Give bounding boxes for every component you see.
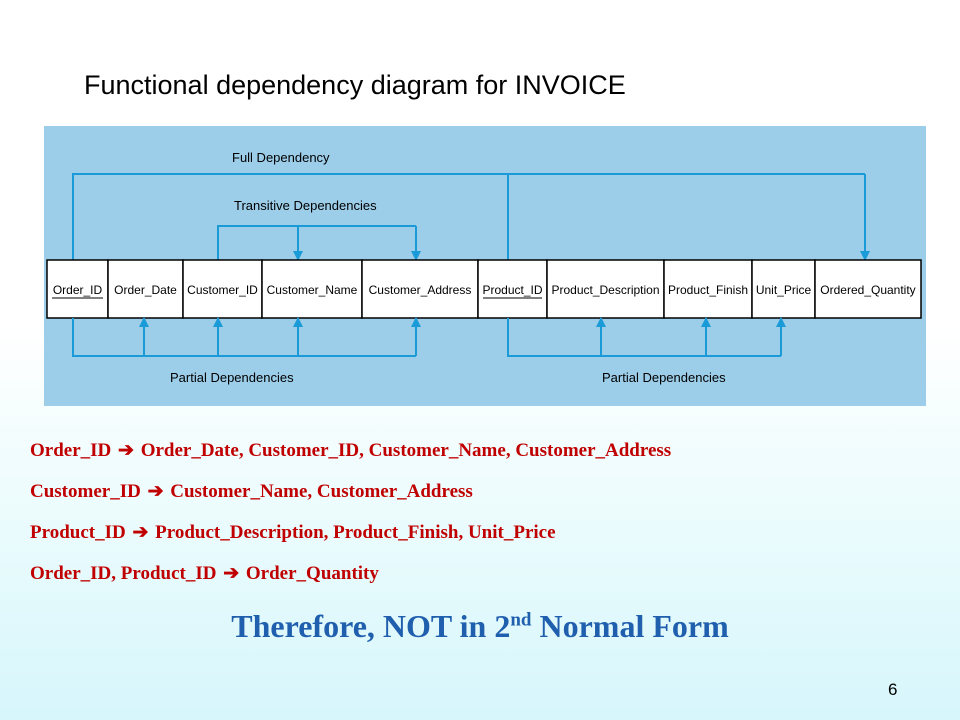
dependency-rhs: Customer_Name, Customer_Address [170, 481, 473, 502]
attribute-label: Order_ID [53, 283, 103, 297]
transitive-dependency-group [217, 225, 421, 261]
dependency-lhs: Order_ID, Product_ID [30, 563, 217, 584]
partial-dependency-left-label: Partial Dependencies [170, 370, 294, 385]
attribute-label: Customer_Name [267, 283, 358, 297]
dependency-diagram: Full Dependency Transitive Dependencies … [44, 126, 926, 406]
dependency-rhs: Order_Quantity [245, 563, 379, 584]
attribute-label: Product_Finish [668, 283, 748, 297]
arrow-icon: ➔ [147, 481, 164, 502]
attribute-cell: Order_ID [46, 259, 109, 319]
attribute-label: Ordered_Quantity [820, 283, 915, 297]
dependency-lhs: Product_ID [30, 522, 126, 543]
full-dependency-group [72, 173, 870, 261]
attribute-cell-box [361, 259, 479, 319]
dependency-item: Product_ID ➔ Product_Description, Produc… [30, 518, 671, 559]
dependency-item: Order_ID, Product_ID ➔ Order_Quantity [30, 559, 671, 600]
dependency-lhs: Order_ID [30, 440, 112, 461]
full-dependency-line [72, 173, 865, 260]
attribute-cell: Product_Description [546, 259, 665, 319]
attribute-cell: Customer_ID [182, 259, 263, 319]
attribute-cell: Product_Finish [663, 259, 753, 319]
attribute-cell-box [814, 259, 922, 319]
transitive-dependency-label: Transitive Dependencies [234, 198, 377, 213]
transitive-dependency-line [217, 225, 416, 260]
dependency-item: Customer_ID ➔ Customer_Name, Customer_Ad… [30, 477, 671, 518]
attribute-cell-box [46, 259, 109, 319]
conclusion-ordinal-suffix: nd [510, 609, 532, 631]
partial-right-line [507, 318, 781, 357]
dependency-rhs: Product_Description, Product_Finish, Uni… [155, 522, 556, 543]
conclusion-text-start: Therefore, NOT in 2 [231, 608, 511, 644]
attribute-row: Order_ID Order_Date Customer_ID Customer_Na… [46, 259, 922, 319]
conclusion-heading: Therefore, NOT in 2nd Normal Form [0, 608, 960, 645]
arrow-icon: ➔ [223, 563, 240, 584]
arrow-icon: ➔ [132, 522, 149, 543]
slide-title: Functional dependency diagram for INVOIC… [84, 70, 626, 100]
attribute-label: Unit_Price [756, 283, 812, 297]
attribute-cell-box [663, 259, 753, 319]
partial-dependency-right-group [507, 317, 786, 357]
partial-dependency-left-group [72, 317, 421, 357]
conclusion-text-end: Normal Form [531, 608, 729, 644]
attribute-label: Order_Date [114, 283, 177, 297]
attribute-cell-box [182, 259, 263, 319]
attribute-cell: Order_Date [107, 259, 184, 319]
dependency-list: Order_ID ➔ Order_Date, Customer_ID, Cust… [30, 436, 671, 600]
attribute-label: Customer_ID [187, 283, 258, 297]
attribute-label: Customer_Address [369, 283, 472, 297]
arrow-icon: ➔ [118, 440, 134, 461]
attribute-cell: Customer_Name [261, 259, 363, 319]
attribute-cell-box [546, 259, 665, 319]
partial-dependency-right-label: Partial Dependencies [602, 370, 726, 385]
attribute-label: Product_ID [482, 283, 542, 297]
partial-left-line [72, 318, 416, 357]
attribute-cell: Unit_Price [751, 259, 816, 319]
full-dependency-label: Full Dependency [232, 150, 330, 165]
attribute-label: Product_Description [551, 283, 659, 297]
attribute-cell: Customer_Address [361, 259, 479, 319]
attribute-cell: Product_ID [477, 259, 548, 319]
dependency-rhs: Order_Date, Customer_ID, Customer_Name, … [140, 440, 672, 461]
page-number: 6 [888, 680, 898, 699]
attribute-cell: Ordered_Quantity [814, 259, 922, 319]
diagram-canvas: Full Dependency Transitive Dependencies … [46, 150, 922, 385]
dependency-lhs: Customer_ID [30, 481, 141, 502]
dependency-item: Order_ID ➔ Order_Date, Customer_ID, Cust… [30, 436, 671, 477]
